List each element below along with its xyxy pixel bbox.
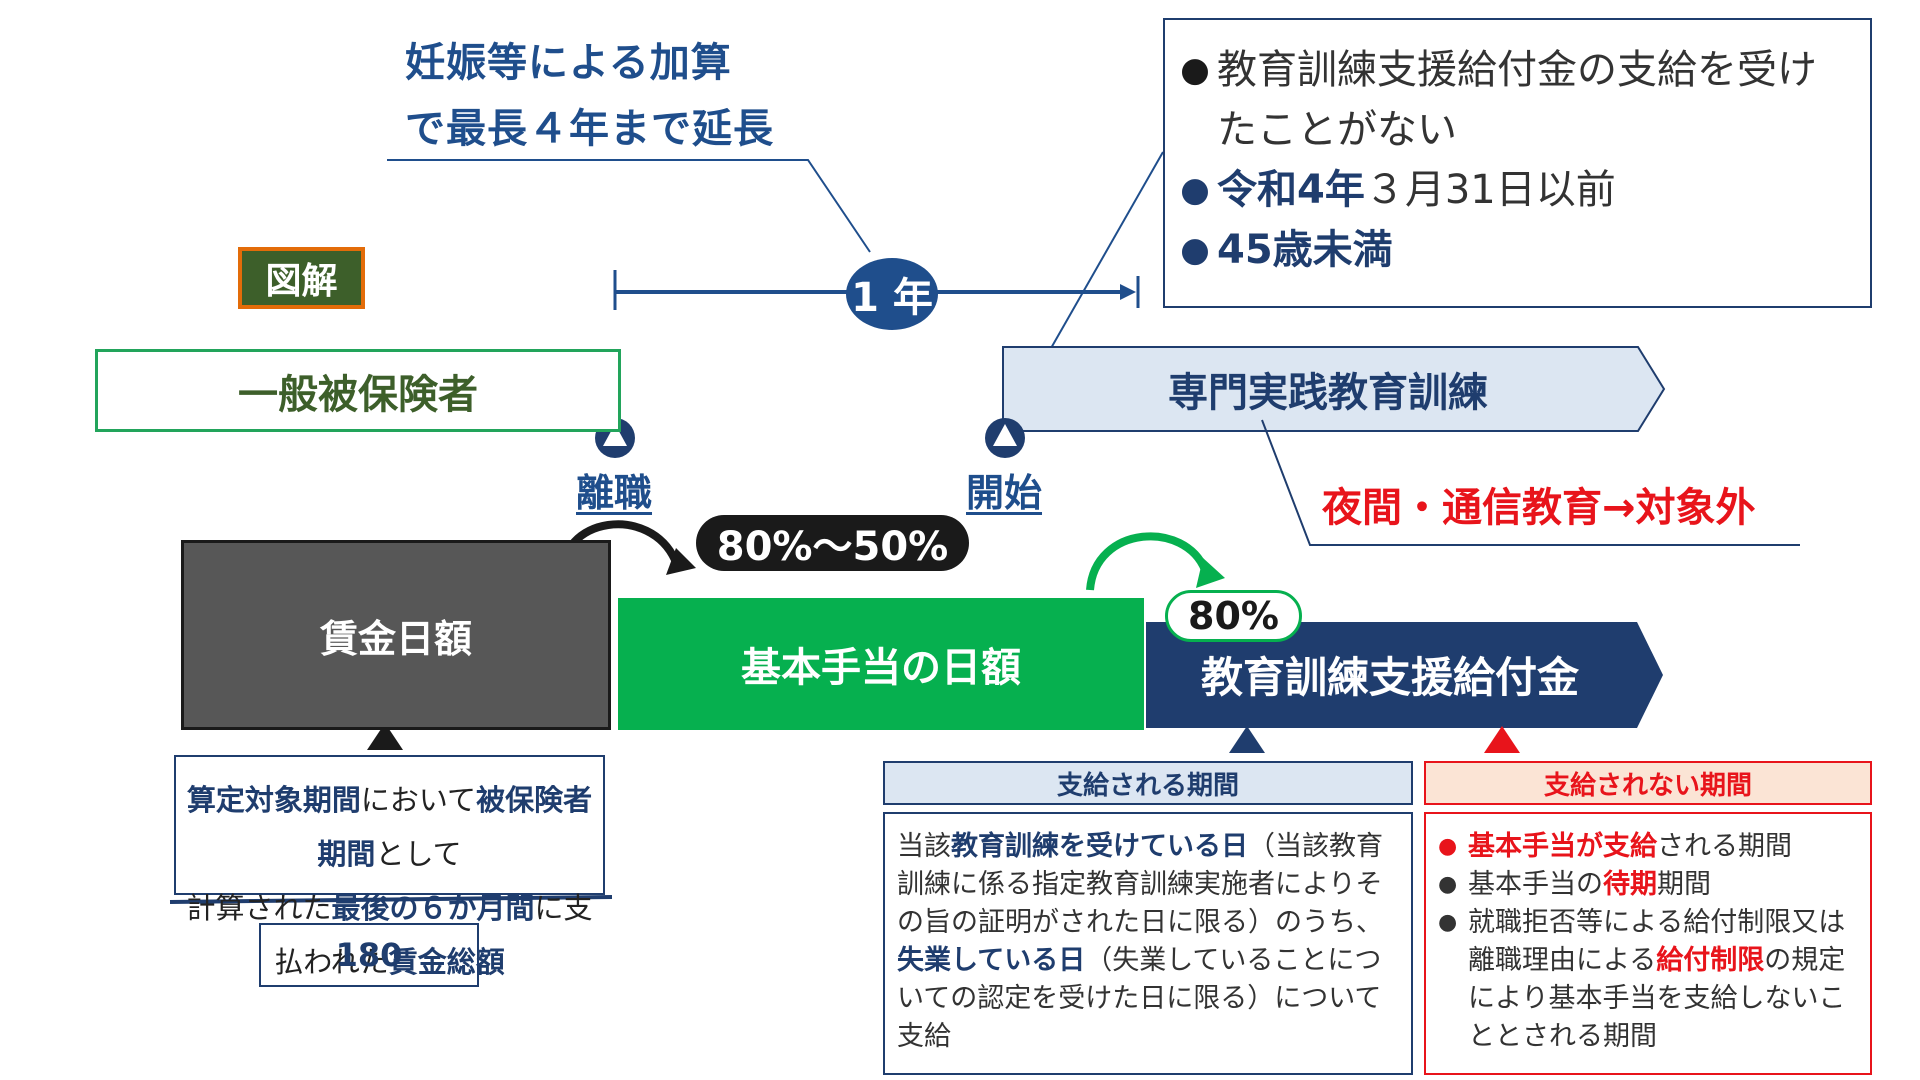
unpaid-period-box: ● 基本手当が支給される期間 ● 基本手当の待期期間 ● 就職拒否等による給付制… (1424, 812, 1872, 1075)
basic-allowance-block: 基本手当の日額 (618, 598, 1144, 730)
benefit-rate-badge: 80% (1165, 590, 1302, 642)
year-arrowhead (1120, 284, 1136, 300)
diagram-badge: 図解 (238, 247, 365, 309)
excluded-note: 夜間・通信教育→対象外 (1322, 485, 1756, 531)
eligibility-bold: 令和4年 (1217, 167, 1365, 213)
paid-period-header: 支給される期間 (883, 761, 1413, 805)
wage-calculation-box: 算定対象期間において被保険者期間として 計算された最後の６か月間に支払われた賃金… (174, 755, 605, 979)
eligibility-item: ● 教育訓練支援給付金の支給を受けたことがない (1173, 40, 1856, 160)
eligibility-box: ● 教育訓練支援給付金の支給を受けたことがない ● 令和4年３月31日以前 ● … (1163, 18, 1872, 308)
eligibility-text: ３月31日以前 (1364, 167, 1616, 213)
eligibility-item: ● 45歳未満 (1173, 220, 1856, 280)
annotation-line1: 妊娠等による加算 (405, 40, 732, 86)
bullet-icon: ● (1438, 834, 1458, 859)
eligibility-text: 教育訓練支援給付金の支給を受けたことがない (1217, 47, 1817, 153)
eligibility-bold: 45歳未満 (1217, 227, 1393, 273)
unpaid-item: ● 就職拒否等による給付制限又は離職理由による給付制限の規定により基本手当を支給… (1438, 904, 1858, 1056)
unpaid-item: ● 基本手当の待期期間 (1438, 866, 1858, 904)
general-insured-box: 一般被保険者 (95, 349, 621, 432)
divisor-box: 180 (259, 923, 479, 987)
unpaid-period-header: 支給されない期間 (1424, 761, 1872, 805)
annotation-leader (387, 159, 871, 253)
calc-line1: 算定対象期間において被保険者期間として (186, 783, 593, 871)
fraction-line (169, 895, 613, 904)
start-marker-icon (985, 418, 1025, 458)
wage-daily-block: 賃金日額 (181, 540, 611, 730)
one-year-badge: 1 年 (846, 258, 938, 330)
excluded-leader (1261, 419, 1800, 546)
bullet-icon: ● (1180, 230, 1210, 270)
basic-rate-badge: 80%～50% (696, 515, 969, 571)
eligibility-item: ● 令和4年３月31日以前 (1173, 160, 1856, 220)
calc-line2: 計算された最後の６か月間に支払われた賃金総額 (186, 891, 593, 979)
training-program-label: 専門実践教育訓練 (1168, 369, 1488, 416)
training-benefit-label: 教育訓練支援給付金 (1200, 653, 1579, 702)
bullet-icon: ● (1438, 910, 1458, 935)
bullet-icon: ● (1180, 170, 1210, 210)
paid-period-box: 当該教育訓練を受けている日（当該教育訓練に係る指定教育訓練実施者によりその旨の証… (883, 812, 1413, 1075)
separation-label: 離職 (576, 471, 653, 515)
annotation-line2: で最長４年まで延長 (405, 106, 774, 152)
training-chevron (1002, 346, 1666, 432)
unpaid-pointer (1484, 726, 1520, 753)
wage-pointer (367, 723, 403, 750)
benefit-chevron (1146, 622, 1663, 728)
curved-arrow-benefit (1086, 532, 1209, 591)
bullet-icon: ● (1438, 872, 1458, 897)
unpaid-item: ● 基本手当が支給される期間 (1438, 828, 1858, 866)
bullet-icon: ● (1180, 50, 1210, 90)
start-label: 開始 (966, 471, 1043, 515)
paid-pointer (1229, 726, 1265, 753)
